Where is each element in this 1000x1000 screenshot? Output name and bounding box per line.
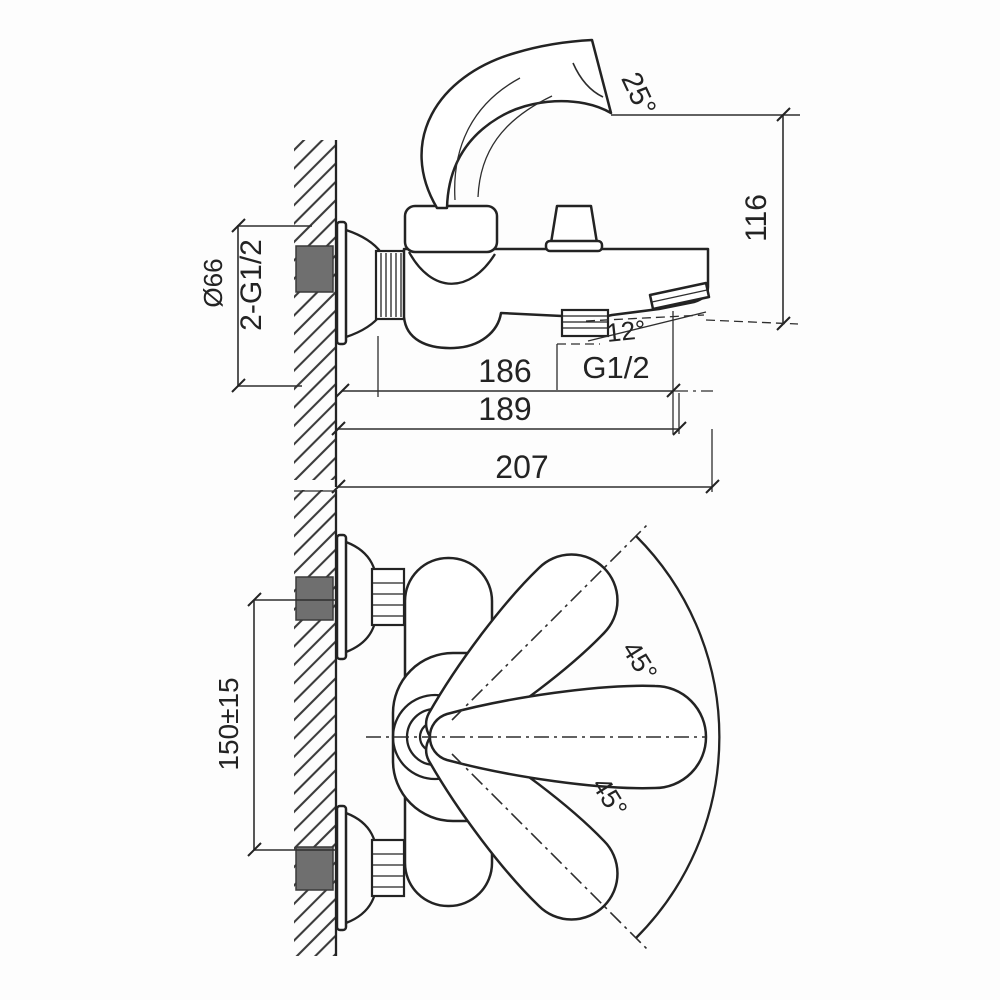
- centerline-up-45: [451, 523, 649, 721]
- pipe-block-side: [295, 245, 334, 293]
- handle-angle-label: 25°: [614, 68, 662, 121]
- width-207-label: 207: [495, 449, 548, 485]
- dim-186: 186: [335, 311, 713, 434]
- escutcheon-flange-side: [335, 220, 348, 346]
- escutcheon-dim-bracket: [237, 225, 312, 387]
- shower-thread-label: G1/2: [582, 350, 649, 385]
- aerator: [648, 281, 711, 311]
- wall-thread-label: 2-G1/2: [235, 239, 268, 331]
- height-label: 116: [740, 194, 773, 242]
- mounting-centers-label: 150±15: [213, 677, 244, 770]
- dim-189: 189: [331, 391, 687, 436]
- diverter-knob: [544, 204, 604, 253]
- knurled-nut-side: [374, 249, 407, 321]
- wall-hatch-side: [294, 140, 336, 480]
- lever-handle-side: [420, 38, 613, 210]
- escutcheon-lower: [335, 804, 406, 932]
- dim-207: 207: [331, 429, 720, 494]
- pipe-block-lower: [295, 846, 334, 891]
- side-view: Ø66 2-G1/2: [198, 38, 800, 494]
- handle-swing-arc: [635, 535, 721, 939]
- dim-tick: [231, 378, 246, 393]
- centerline-down-45: [451, 753, 649, 951]
- front-view: 45° 45° 150±15: [213, 490, 721, 956]
- swing-upper-label: 45°: [616, 636, 663, 687]
- handle-base-curve: [407, 251, 496, 285]
- escutcheon-upper: [335, 533, 406, 661]
- dim-150: 150±15: [213, 592, 336, 857]
- outlet-angle-label: 12°: [605, 314, 647, 348]
- shower-outlet-nipple: [560, 308, 610, 338]
- dim-tick: [231, 218, 246, 233]
- dim-116: 116: [705, 107, 799, 331]
- width-186-label: 186: [478, 353, 531, 389]
- label-g12: G1/2: [556, 343, 650, 390]
- handle-base-side: [403, 204, 499, 254]
- width-189-label: 189: [478, 391, 531, 427]
- pipe-block-upper: [295, 576, 334, 621]
- dim-12deg: 12°: [585, 311, 707, 348]
- escutcheon-diameter-label: Ø66: [198, 258, 228, 307]
